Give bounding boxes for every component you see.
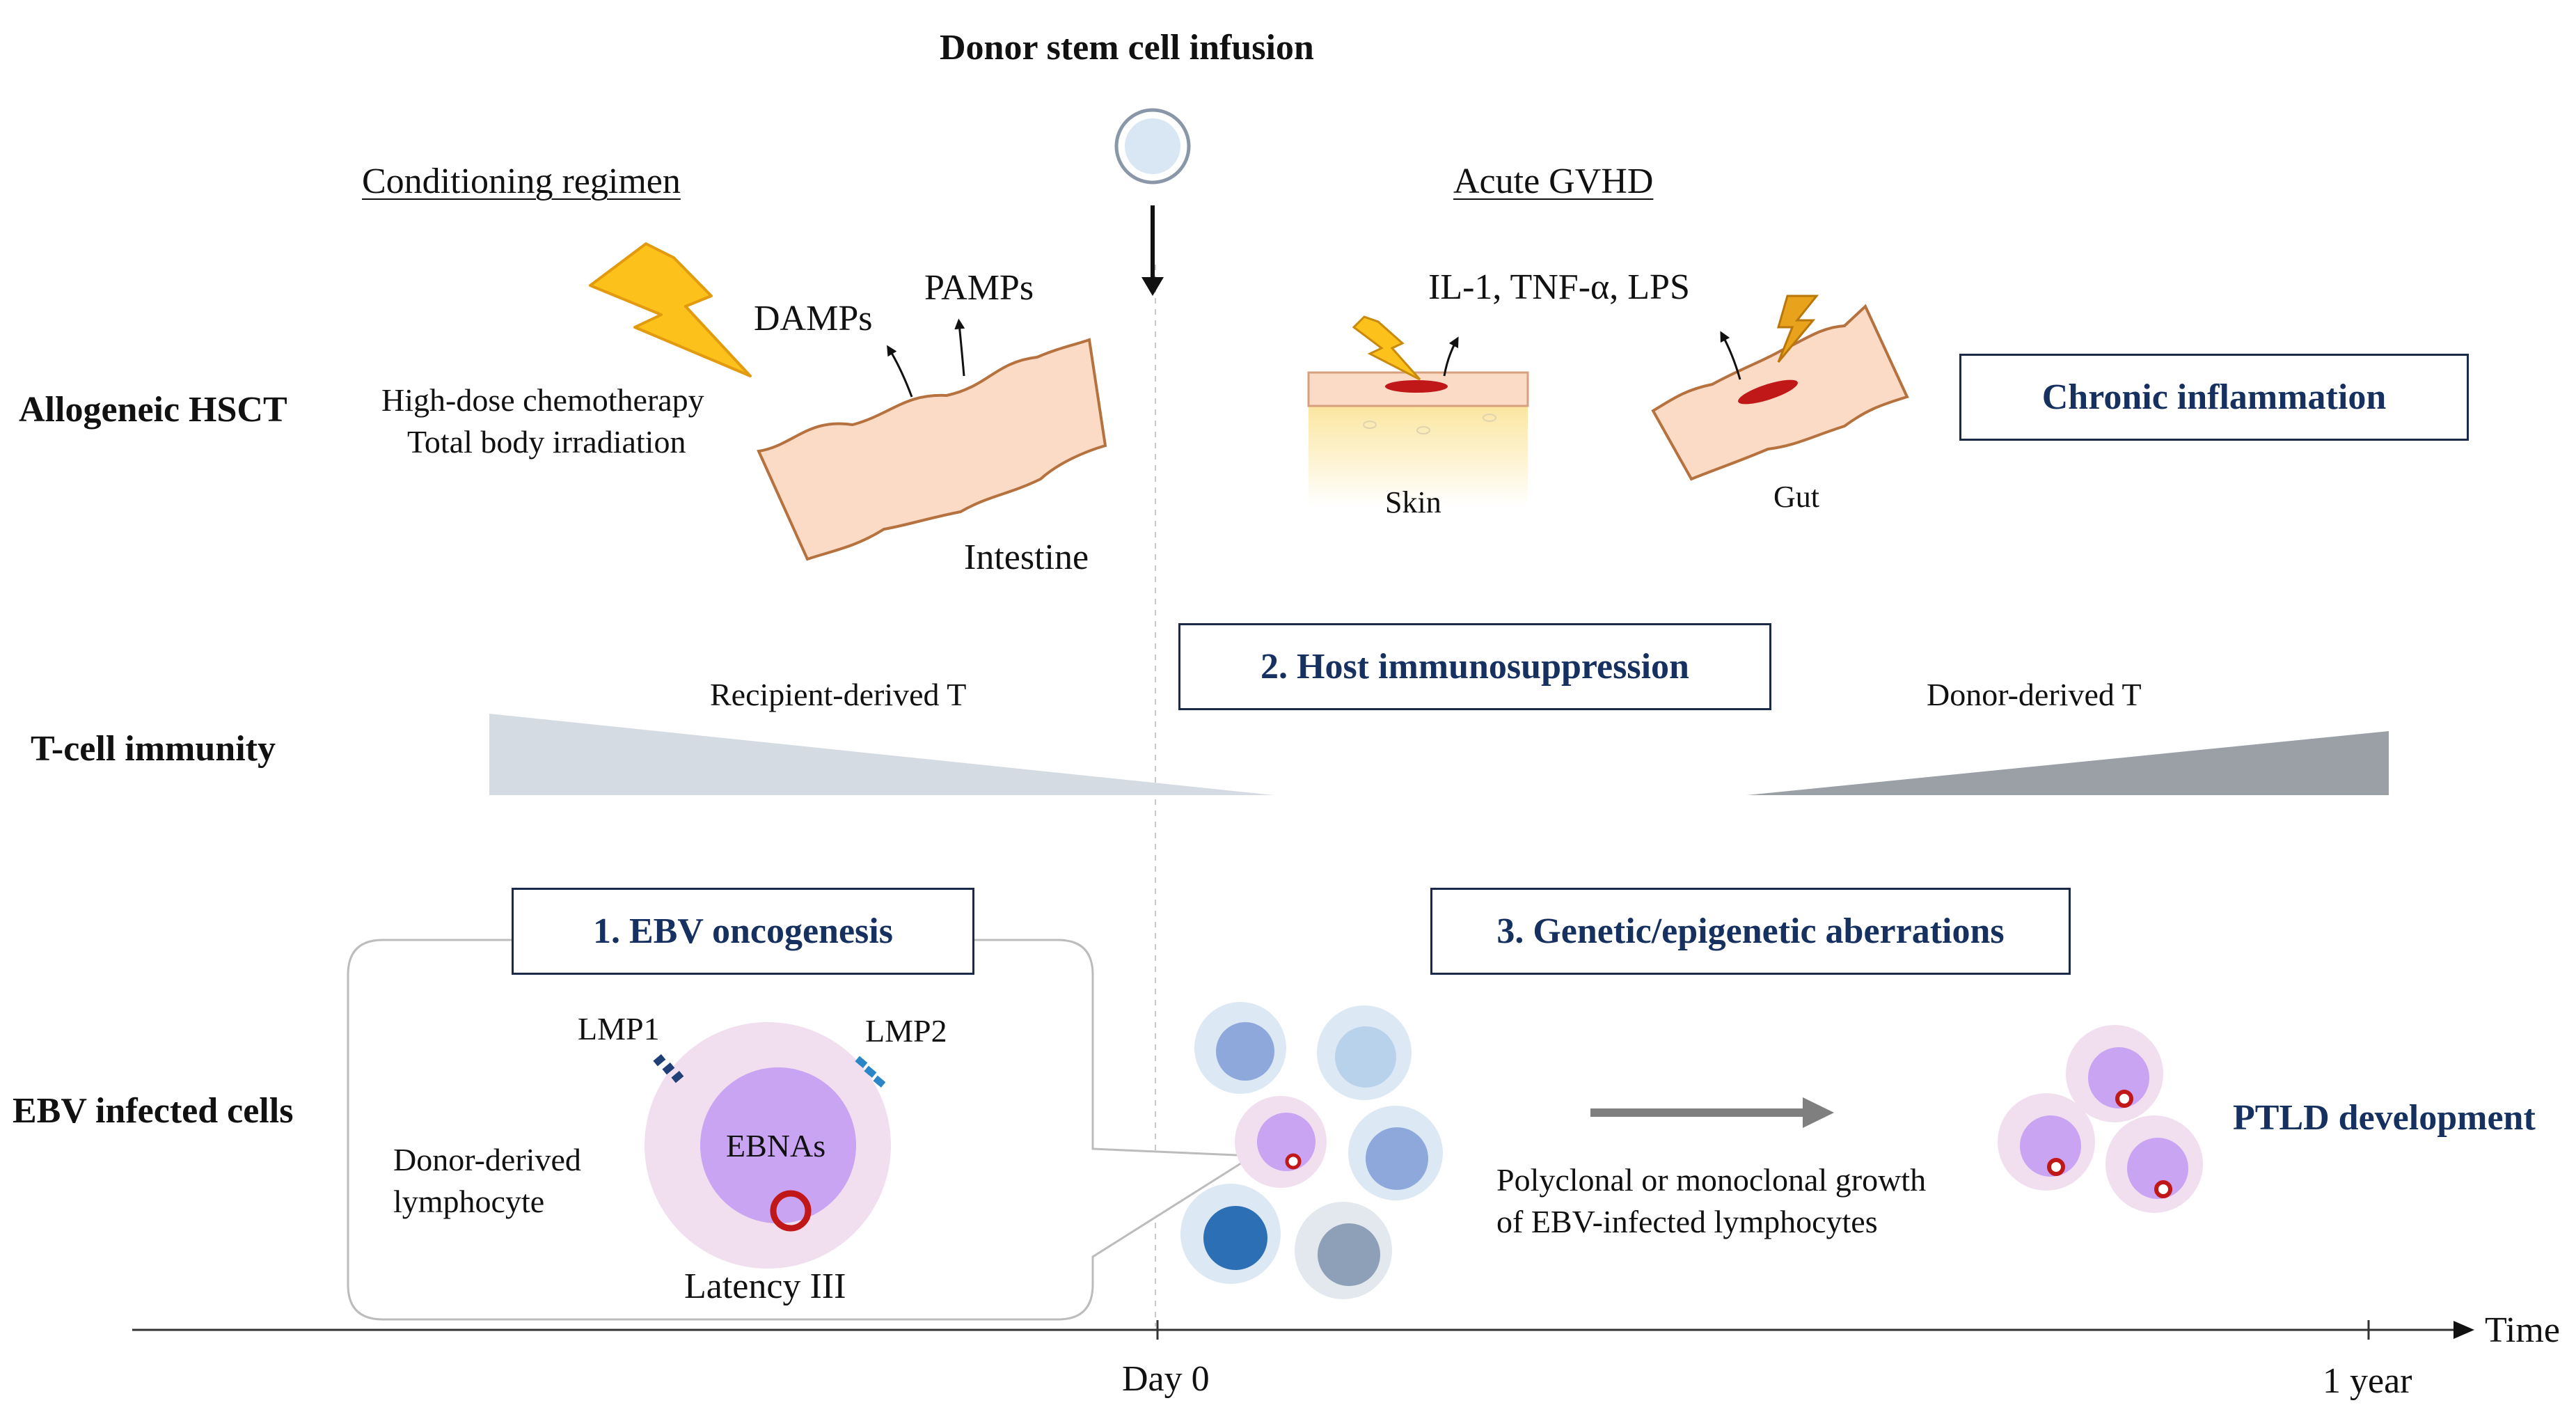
gvhd-heading: Acute GVHD <box>1453 162 1654 201</box>
latency-label: Latency III <box>684 1267 846 1306</box>
donor-lymphocyte-line1: Donor-derived <box>393 1142 581 1177</box>
conditioning-heading: Conditioning regimen <box>362 162 681 201</box>
intestine-illustration <box>757 338 1107 561</box>
recipient-t-label: Recipient-derived T <box>710 677 967 712</box>
page-title: Donor stem cell infusion <box>940 28 1314 68</box>
skin-label: Skin <box>1385 485 1441 519</box>
gut-label: Gut <box>1773 480 1819 514</box>
one-year-label: 1 year <box>2323 1361 2412 1401</box>
damps-label: DAMPs <box>754 299 873 338</box>
row-label-hsct: Allogeneic HSCT <box>19 390 287 430</box>
donor-lymphocyte-line2: lymphocyte <box>393 1184 545 1219</box>
lightning-bolt-icon <box>589 242 752 377</box>
skin-release-arrow <box>1443 336 1459 377</box>
lmp2-label: LMP2 <box>865 1013 947 1049</box>
lmp2-marker <box>855 1056 886 1088</box>
growth-line2: of EBV-infected lymphocytes <box>1496 1204 1878 1239</box>
pamps-label: PAMPs <box>924 268 1034 308</box>
lymphocyte-cluster <box>1180 1002 1443 1299</box>
chronic-inflammation-box: Chronic inflammation <box>1959 354 2469 441</box>
skin-lightning-icon <box>1352 315 1421 381</box>
donor-t-triangle <box>1747 731 2389 795</box>
host-immunosuppression-box: 2. Host immunosuppression <box>1178 623 1771 710</box>
ptld-label: PTLD development <box>2233 1098 2536 1138</box>
growth-arrow <box>1590 1097 1834 1128</box>
conditioning-line1: High-dose chemotherapy <box>381 382 704 418</box>
genetic-aberrations-box: 3. Genetic/epigenetic aberrations <box>1430 888 2071 975</box>
gut-release-arrow <box>1720 331 1741 380</box>
gut-lightning-icon <box>1777 295 1819 363</box>
pamps-arrow <box>954 318 965 377</box>
damps-arrow <box>887 345 913 398</box>
time-axis-label: Time <box>2485 1310 2560 1350</box>
timeline-axis <box>132 1320 2474 1340</box>
skin-illustration <box>1307 371 1529 507</box>
row-label-tcell: T-cell immunity <box>31 729 276 769</box>
ebnas-label: EBNAs <box>726 1128 826 1163</box>
day0-label: Day 0 <box>1122 1359 1210 1399</box>
cytokines-label: IL-1, TNF-α, LPS <box>1428 267 1690 307</box>
gut-illustration <box>1651 304 1909 481</box>
lmp1-label: LMP1 <box>578 1011 660 1046</box>
donor-stem-cell-icon <box>1114 108 1191 185</box>
ebv-lymphocyte-illustration <box>645 1022 891 1269</box>
growth-line1: Polyclonal or monoclonal growth <box>1496 1162 1927 1198</box>
row-label-ebv: EBV infected cells <box>13 1091 294 1131</box>
intestine-label: Intestine <box>964 538 1089 577</box>
donor-t-label: Donor-derived T <box>1927 677 2142 712</box>
ebv-oncogenesis-box: 1. EBV oncogenesis <box>512 888 974 975</box>
conditioning-line2: Total body irradiation <box>407 424 686 460</box>
recipient-t-triangle <box>489 714 1274 795</box>
lmp1-marker <box>653 1054 684 1083</box>
infusion-arrow <box>1141 205 1164 296</box>
ptld-cell-cluster <box>1998 1025 2203 1213</box>
